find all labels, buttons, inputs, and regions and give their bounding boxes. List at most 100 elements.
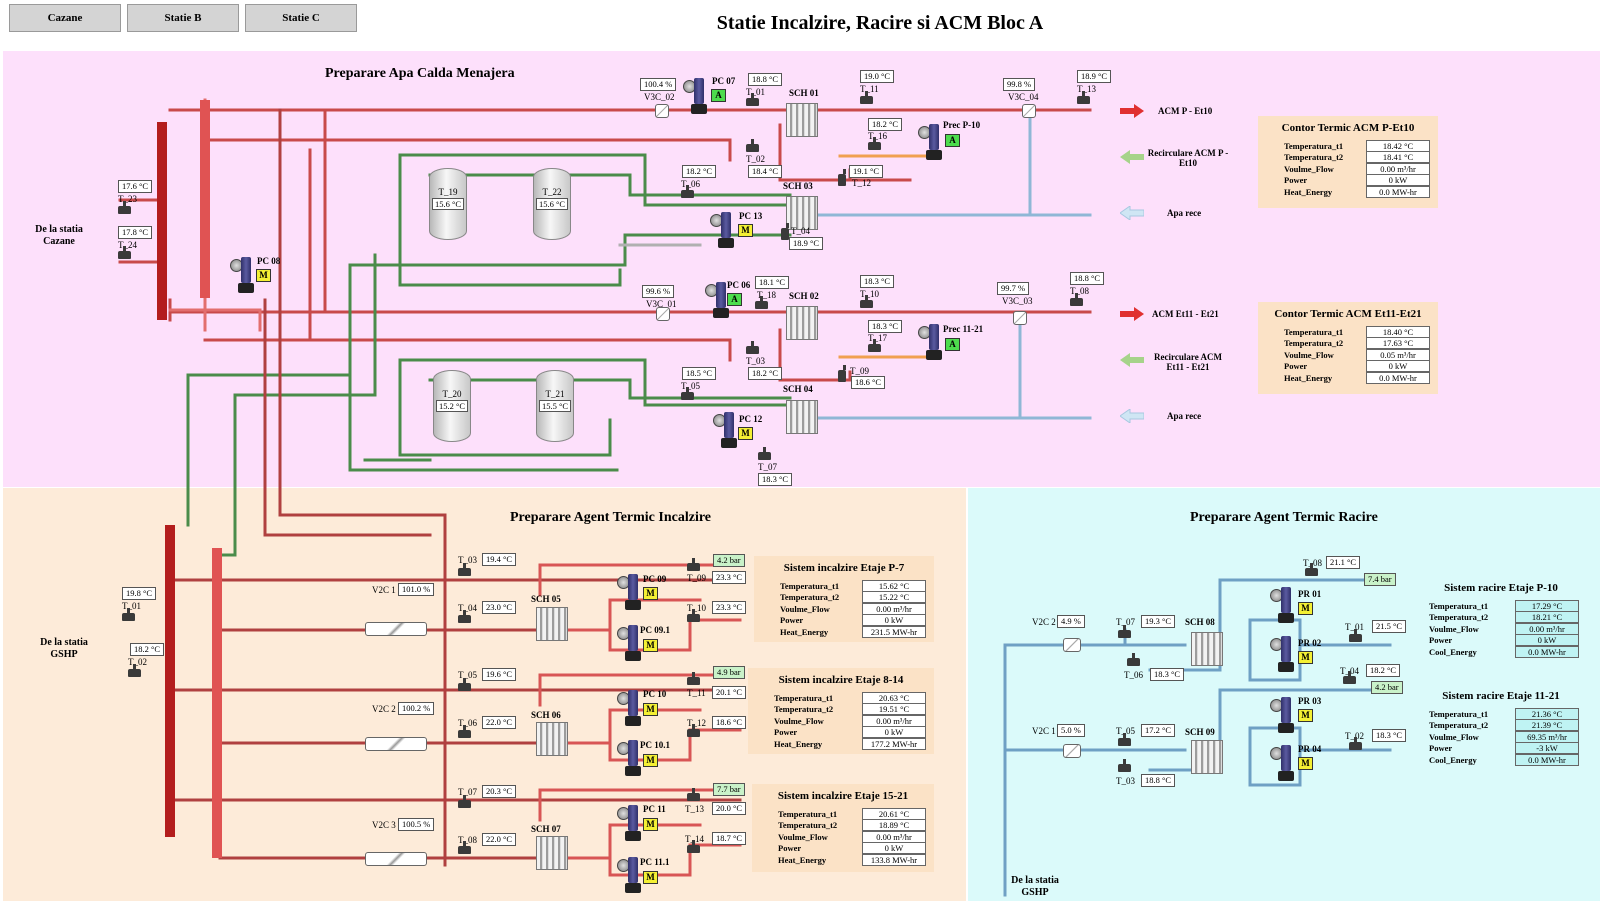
pump-icon[interactable] <box>710 212 740 252</box>
heat-exchanger-icon[interactable] <box>536 836 568 870</box>
pump-icon[interactable] <box>1270 587 1300 627</box>
heat-exchanger-icon[interactable] <box>1191 740 1223 774</box>
pump-Prec1121-mode[interactable]: A <box>945 338 960 351</box>
pump-PC08-mode[interactable]: M <box>256 269 271 282</box>
temp-T12-value: 19.1 °C <box>849 165 884 178</box>
pump-icon[interactable] <box>617 574 647 614</box>
pump-icon[interactable] <box>683 78 713 118</box>
pump-icon[interactable] <box>617 740 647 780</box>
tank-temp: 15.5 °C <box>539 400 571 412</box>
meter-key: Power <box>1429 743 1453 754</box>
thermometer-icon <box>681 387 694 400</box>
cooling-title: Preparare Agent Termic Racire <box>1190 510 1378 525</box>
storage-tank[interactable]: T_20 15.2 °C <box>433 370 471 442</box>
pump-a-mode[interactable]: M <box>1298 602 1313 615</box>
heat-meter-panel: Contor Termic ACM Et11-Et21 Temperatura_… <box>1258 302 1438 394</box>
pump-icon[interactable] <box>1270 745 1300 785</box>
heat-exchanger-icon[interactable] <box>786 196 818 230</box>
pump-icon[interactable] <box>713 412 743 452</box>
heat-exchanger-icon[interactable] <box>786 306 818 340</box>
exchanger-SCH03-label: SCH 03 <box>783 181 813 191</box>
pump-icon[interactable] <box>230 257 260 297</box>
two-way-valve-icon[interactable] <box>365 852 427 866</box>
pump-a-mode[interactable]: M <box>643 818 658 831</box>
two-way-valve-icon[interactable] <box>1063 638 1081 652</box>
temp-T01-value: 19.8 °C <box>122 587 157 600</box>
temp-T17-label: T_17 <box>868 333 887 343</box>
three-way-valve-icon[interactable] <box>655 104 669 118</box>
arrow-right-icon <box>1120 104 1144 118</box>
pump-icon[interactable] <box>1270 636 1300 676</box>
output-apa-rece-label: Apa rece <box>1167 411 1202 421</box>
pump-a-label: PR 03 <box>1298 696 1322 706</box>
pump-PC13-mode[interactable]: M <box>738 224 753 237</box>
storage-tank[interactable]: T_19 15.6 °C <box>429 168 467 240</box>
pump-PC07-mode[interactable]: A <box>711 89 726 102</box>
pump-icon[interactable] <box>617 690 647 730</box>
heat-exchanger-icon[interactable] <box>1191 632 1223 666</box>
nav-statie-b-button[interactable]: Statie B <box>127 4 239 32</box>
meter-value: 15.22 °C <box>862 591 926 604</box>
meter-value: 0.05 m³/hr <box>1366 348 1430 361</box>
pump-icon[interactable] <box>617 857 647 897</box>
pump-icon[interactable] <box>1270 697 1300 737</box>
pump-PrecP10-mode[interactable]: A <box>945 134 960 147</box>
pump-icon[interactable] <box>705 282 735 322</box>
two-way-valve-icon[interactable] <box>1063 744 1081 758</box>
meter-value: 21.36 °C <box>1515 707 1579 720</box>
thermometer-icon <box>122 608 135 621</box>
three-way-valve-icon[interactable] <box>1022 104 1036 118</box>
three-way-valve-icon[interactable] <box>656 307 670 321</box>
pump-PC06-label: PC 06 <box>727 280 751 290</box>
meter-key: Temperatura_t1 <box>1284 140 1344 151</box>
pump-b-mode[interactable]: M <box>643 754 658 767</box>
storage-tank[interactable]: T_22 15.6 °C <box>533 168 571 240</box>
exchanger-SCH02-label: SCH 02 <box>789 291 819 301</box>
pump-b-mode[interactable]: M <box>1298 757 1313 770</box>
pump-a-mode[interactable]: M <box>1298 709 1313 722</box>
pump-b-mode[interactable]: M <box>643 871 658 884</box>
pump-a-mode[interactable]: M <box>643 587 658 600</box>
thermometer-icon <box>458 795 471 808</box>
temp-T11-value: 19.0 °C <box>860 70 895 83</box>
acm-source-label: De la statia Cazane <box>35 224 83 247</box>
nav-cazane-button[interactable]: Cazane <box>9 4 121 32</box>
pump-PC12-mode[interactable]: M <box>738 427 753 440</box>
meter-value: 0 kW <box>1366 174 1430 187</box>
temp-T09-value: 18.6 °C <box>851 376 886 389</box>
meter-key: Temperatura_t2 <box>1429 612 1489 623</box>
temp-T18-value: 18.1 °C <box>755 276 790 289</box>
pump-icon[interactable] <box>617 625 647 665</box>
heat-exchanger-icon[interactable] <box>786 400 818 434</box>
temp-T02-value: 18.2 °C <box>130 643 165 656</box>
pump-icon[interactable] <box>918 124 948 164</box>
valve-position-value: 100.5 % <box>398 818 435 831</box>
thermometer-icon <box>746 139 759 152</box>
arrow-right-icon <box>1120 307 1144 321</box>
temp-T12-label: T_12 <box>852 178 871 188</box>
two-way-valve-icon[interactable] <box>365 622 427 636</box>
heat-exchanger-icon[interactable] <box>536 722 568 756</box>
pump-PC06-mode[interactable]: A <box>727 293 742 306</box>
arrow-left-icon <box>1120 150 1144 164</box>
heating-system-panel: Sistem incalzire Etaje 8-14 Temperatura_… <box>748 668 934 754</box>
pump-b-mode[interactable]: M <box>1298 651 1313 664</box>
pressure-value: 7.4 bar <box>1364 573 1396 586</box>
meter-value: 19.51 °C <box>862 703 926 716</box>
two-way-valve-icon[interactable] <box>365 737 427 751</box>
system-title: Sistem racire Etaje P-10 <box>1444 582 1558 594</box>
heat-exchanger-icon[interactable] <box>536 607 568 641</box>
storage-tank[interactable]: T_21 15.5 °C <box>536 370 574 442</box>
thermometer-icon <box>687 724 700 737</box>
temp-supply-value: 21.5 °C <box>1372 620 1407 633</box>
meter-value: 21.39 °C <box>1515 719 1579 732</box>
nav-statie-c-button[interactable]: Statie C <box>245 4 357 32</box>
pump-icon[interactable] <box>918 324 948 364</box>
pump-b-mode[interactable]: M <box>643 639 658 652</box>
pump-a-mode[interactable]: M <box>643 703 658 716</box>
pump-icon[interactable] <box>617 805 647 845</box>
three-way-valve-icon[interactable] <box>1013 311 1027 325</box>
heat-exchanger-icon[interactable] <box>786 103 818 137</box>
temp-T10-label: T_10 <box>860 289 879 299</box>
